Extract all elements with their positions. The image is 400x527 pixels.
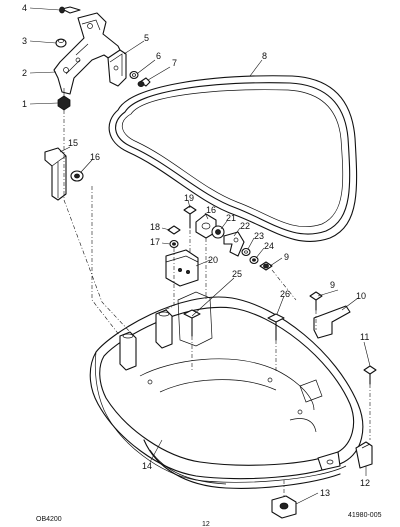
drawing-code-left: OB4200 <box>36 516 62 523</box>
callout-12: 12 <box>360 478 370 488</box>
callout-19: 19 <box>184 193 194 203</box>
callout-10: 10 <box>356 291 366 301</box>
assembly-lines <box>63 110 371 496</box>
callout-17: 17 <box>150 237 160 247</box>
callout-22: 22 <box>240 221 250 231</box>
latch-hardware <box>165 205 273 287</box>
callout-6: 6 <box>156 51 161 61</box>
drawing-code-center: 12 <box>202 521 210 527</box>
callout-9-cowl: 9 <box>330 280 335 290</box>
callout-11: 11 <box>360 332 369 342</box>
bottom-cowl <box>89 291 364 489</box>
callout-8: 8 <box>262 51 267 61</box>
cowl-seal <box>108 75 358 242</box>
callout-26: 26 <box>280 289 290 299</box>
drawing-code-right: 41980-005 <box>348 512 382 519</box>
callout-labels: 1 2 3 4 5 6 7 8 9 9 10 11 12 13 14 15 16… <box>22 3 382 527</box>
callout-24: 24 <box>264 241 274 251</box>
callout-3: 3 <box>22 36 27 46</box>
callout-16-latch: 16 <box>206 205 216 215</box>
callout-7: 7 <box>172 58 177 68</box>
callout-14: 14 <box>142 461 152 471</box>
cowl-fasteners <box>183 291 377 469</box>
callout-16-hook: 16 <box>90 152 100 162</box>
leader-lines <box>29 7 371 505</box>
callout-23: 23 <box>254 231 264 241</box>
callout-2: 2 <box>22 68 27 78</box>
callout-4: 4 <box>22 3 27 13</box>
callout-20: 20 <box>208 255 218 265</box>
callout-13: 13 <box>320 488 330 498</box>
callout-25: 25 <box>232 269 242 279</box>
callout-9-latch: 9 <box>284 252 289 262</box>
bottom-plug <box>271 495 297 519</box>
callout-1: 1 <box>22 99 27 109</box>
callout-5: 5 <box>144 33 149 43</box>
callout-21: 21 <box>226 213 236 223</box>
callout-15: 15 <box>68 138 78 148</box>
callout-18: 18 <box>150 222 160 232</box>
bracket-assembly <box>53 6 151 111</box>
hook-bracket <box>44 147 84 201</box>
